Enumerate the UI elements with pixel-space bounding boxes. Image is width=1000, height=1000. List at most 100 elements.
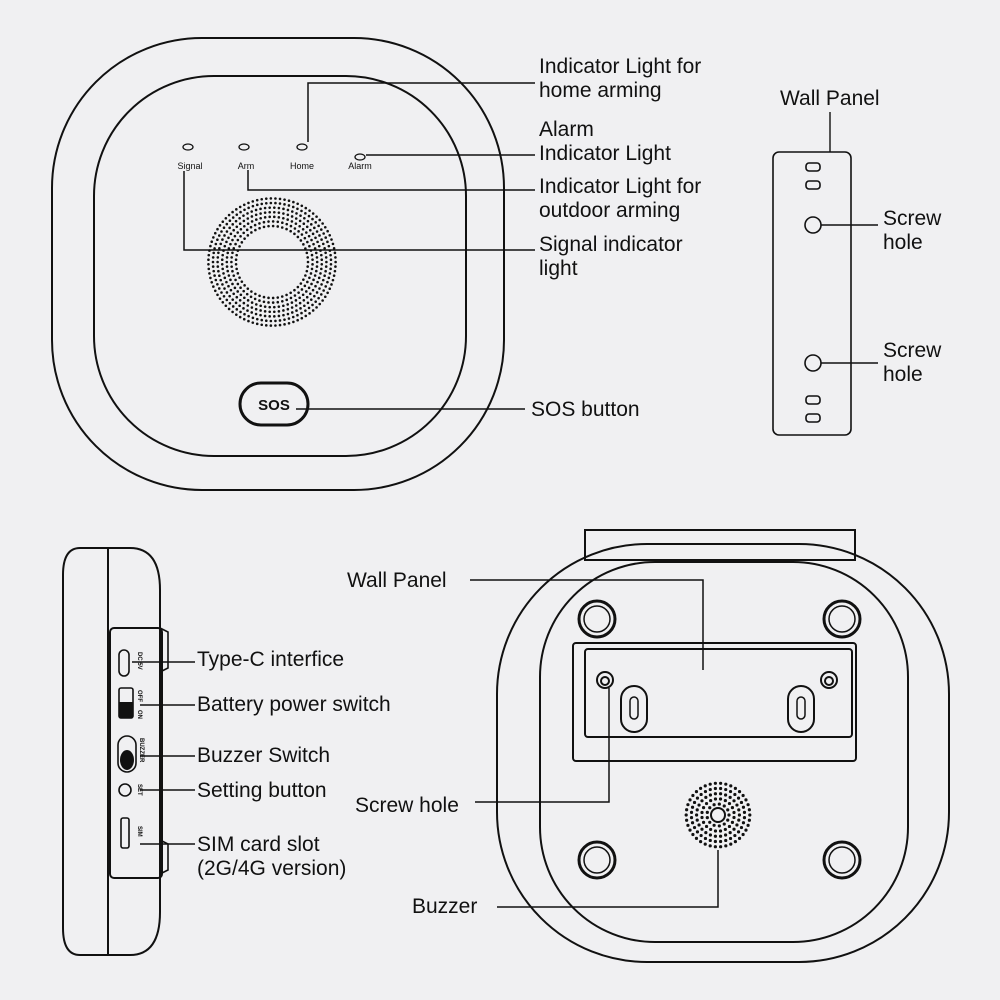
buzzer-grille-dot bbox=[737, 790, 742, 794]
speaker-grille-dot bbox=[254, 307, 258, 311]
buzzer-grille-dot bbox=[705, 810, 709, 814]
type-c-port bbox=[118, 649, 130, 677]
speaker-grille-dot bbox=[269, 201, 273, 205]
speaker-grille-dot bbox=[254, 303, 258, 306]
buzzer-grille-dot bbox=[695, 796, 700, 800]
buzzer-grille-dot bbox=[708, 806, 712, 810]
back-screw-left bbox=[596, 671, 614, 689]
speaker-grille-dot bbox=[251, 316, 255, 320]
callout-buzzer-switch: Buzzer Switch bbox=[197, 744, 331, 767]
buzzer-grille-dot bbox=[728, 795, 732, 799]
buzzer-grille-dot bbox=[713, 845, 717, 849]
speaker-grille-dot bbox=[304, 212, 307, 215]
speaker-grille-dot bbox=[254, 292, 257, 296]
back-inner-rim bbox=[539, 561, 909, 943]
speaker-grille-dot bbox=[269, 197, 273, 200]
speaker-grille-dot bbox=[326, 280, 329, 284]
speaker-grille-dot bbox=[311, 212, 315, 215]
sos-button-outline bbox=[238, 381, 310, 427]
wall-panel-screw-hole-top bbox=[804, 216, 822, 234]
speaker-grille-dot bbox=[242, 307, 245, 310]
speaker-grille-dot bbox=[259, 304, 262, 308]
speaker-grille-dot bbox=[286, 307, 290, 311]
led-label-alarm: Alarm bbox=[348, 161, 372, 171]
speaker-grille-dot bbox=[246, 234, 250, 237]
speaker-grille-dot bbox=[246, 304, 250, 307]
leader-back-buzzer bbox=[497, 850, 719, 908]
speaker-grille-dot bbox=[334, 265, 337, 268]
front-inner-rim bbox=[93, 75, 467, 457]
buzzer-grille-dot bbox=[689, 816, 694, 820]
speaker-grille-dot bbox=[234, 263, 238, 266]
buzzer-grille-dot bbox=[701, 806, 706, 810]
speaker-grille-dot bbox=[249, 225, 253, 229]
buzzer-grille-dot bbox=[747, 818, 751, 822]
speaker-grille-dot bbox=[247, 206, 250, 210]
speaker-grille-dot bbox=[318, 302, 322, 306]
speaker-grille-dot bbox=[306, 265, 310, 268]
speaker-grille-dot bbox=[298, 224, 301, 228]
speaker-grille-dot bbox=[234, 242, 237, 246]
sim-slot bbox=[120, 817, 130, 849]
speaker-grille-dot bbox=[314, 284, 317, 288]
speaker-grille-dot bbox=[250, 311, 254, 314]
speaker-grille-dot bbox=[225, 298, 229, 302]
buzzer-grille-dot bbox=[723, 793, 728, 797]
buzzer-grille-dot bbox=[708, 787, 712, 792]
speaker-grille-dot bbox=[273, 206, 276, 209]
buzzer-grille-dot bbox=[709, 798, 713, 803]
speaker-grille-dot bbox=[286, 213, 290, 217]
side-port-markings: DC 5V OFF ON BUZZER SET SIM bbox=[136, 652, 144, 837]
speaker-grille-dot bbox=[235, 267, 238, 271]
speaker-grille-dot bbox=[301, 227, 305, 231]
speaker-grille-dot bbox=[246, 217, 250, 220]
buzzer-grille-dot bbox=[719, 845, 723, 849]
speaker-grille-dot bbox=[231, 310, 234, 314]
speaker-grille-dot bbox=[263, 216, 267, 219]
wall-panel-slot-bottom-1 bbox=[805, 395, 821, 405]
speaker-grille-dot bbox=[269, 319, 273, 323]
speaker-grille-dot bbox=[249, 295, 253, 299]
speaker-grille-dot bbox=[297, 230, 300, 233]
speaker-grille-dot bbox=[309, 228, 312, 232]
buzzer-grille-dot bbox=[746, 823, 750, 827]
speaker-grille-dot bbox=[323, 246, 326, 250]
buzzer-grille-dot bbox=[723, 833, 728, 837]
speaker-grille-dot bbox=[214, 278, 218, 282]
speaker-grille-dot bbox=[312, 278, 315, 282]
wall-panel-slot-top-1 bbox=[805, 162, 821, 172]
speaker-grille-dot bbox=[293, 232, 296, 236]
buzzer-grille-dot bbox=[739, 800, 744, 805]
buzzer-grille-dot bbox=[713, 839, 717, 844]
led-label-home: Home bbox=[290, 161, 314, 171]
buzzer-grille-dot bbox=[732, 827, 736, 831]
speaker-grille-dot bbox=[309, 272, 313, 275]
speaker-grille-dot bbox=[289, 291, 292, 295]
speaker-grille-dot bbox=[287, 204, 291, 207]
buzzer-grille-dot bbox=[686, 823, 690, 827]
speaker-grille-dot bbox=[238, 304, 241, 308]
callout-screw-hole-bottom: Screw hole bbox=[883, 339, 942, 386]
speaker-grille-dot bbox=[235, 308, 239, 311]
speaker-grille-dot bbox=[296, 318, 299, 322]
speaker-grille-dot bbox=[285, 222, 289, 226]
buzzer-grille-dot bbox=[748, 813, 752, 817]
buzzer-grille-dot bbox=[692, 825, 697, 830]
callout-screw-hole-top: Screw hole bbox=[883, 207, 942, 254]
speaker-grille-dot bbox=[238, 245, 241, 248]
speaker-grille-dot bbox=[230, 256, 233, 259]
speaker-grille-dot bbox=[255, 203, 259, 207]
buzzer-grille-dot bbox=[701, 820, 706, 824]
speaker-grille-dot bbox=[310, 238, 313, 242]
buzzer-grille-dot bbox=[744, 798, 748, 802]
speaker-grille-dot bbox=[308, 244, 311, 248]
speaker-grille-dot bbox=[273, 315, 276, 318]
buzzer-grille-dot bbox=[708, 844, 712, 848]
speaker-grille-dot bbox=[254, 218, 258, 221]
front-leader-lines bbox=[183, 82, 535, 410]
speaker-grille-dot bbox=[331, 242, 335, 246]
wall-panel-view bbox=[772, 112, 878, 436]
speaker-grille-dot bbox=[259, 212, 262, 215]
speaker-grille-dot bbox=[209, 244, 212, 248]
speaker-grille-dot bbox=[298, 219, 302, 223]
